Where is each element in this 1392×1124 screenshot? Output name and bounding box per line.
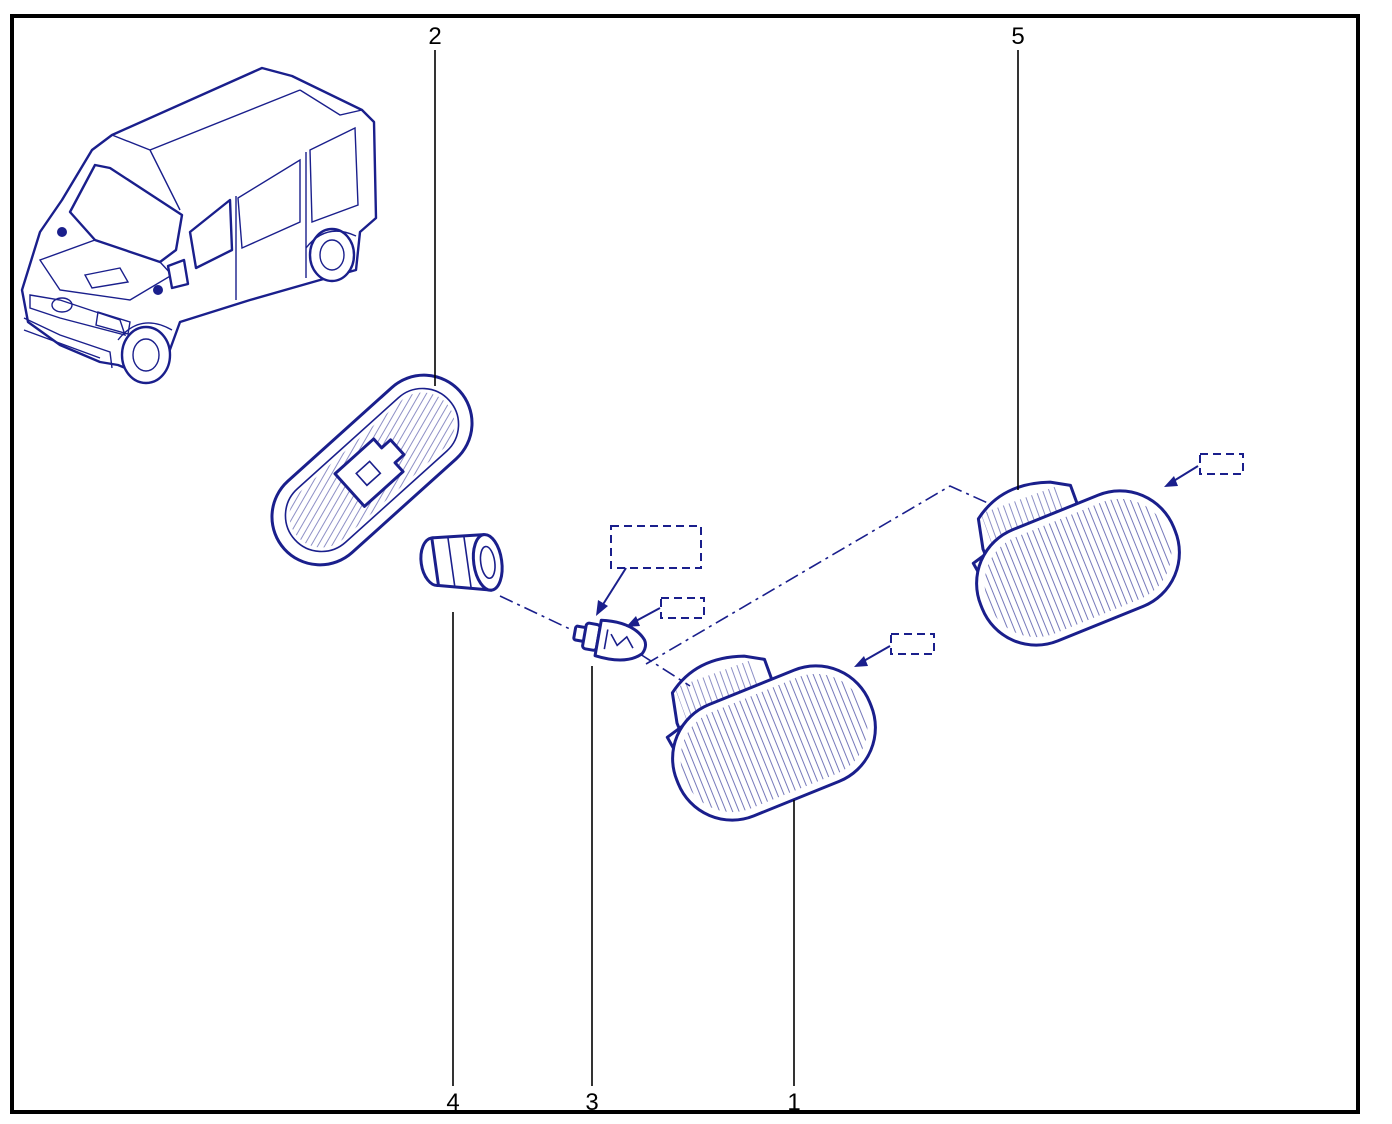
callout-4: 4 xyxy=(446,1089,459,1116)
axis-holder-to-bulb xyxy=(499,595,573,631)
bulb-holder xyxy=(419,533,504,592)
mounting-gasket xyxy=(270,373,474,567)
axis-bulb-to-lamp1 xyxy=(639,653,691,687)
ref-box-lamp1 xyxy=(890,633,935,655)
callout-1: 1 xyxy=(787,1089,800,1116)
ref-box-lamp5 xyxy=(1199,453,1244,475)
wedge-bulb xyxy=(572,618,648,662)
ref-box-bulb xyxy=(660,597,705,619)
vehicle-illustration xyxy=(20,66,378,385)
callout-numbers: 2 5 4 3 1 xyxy=(428,23,1024,1116)
reference-boxes xyxy=(596,453,1244,667)
callout-2: 2 xyxy=(428,23,441,50)
leader-lines xyxy=(434,50,1019,1086)
side-repeater-lamp-left xyxy=(665,654,877,822)
side-repeater-lamp-right xyxy=(971,480,1181,647)
axis-bulb-to-lamp5 xyxy=(645,485,991,665)
callout-3: 3 xyxy=(585,1089,598,1116)
callout-5: 5 xyxy=(1011,23,1024,50)
ref-box-large xyxy=(610,525,702,569)
assembly-lines xyxy=(499,485,991,687)
